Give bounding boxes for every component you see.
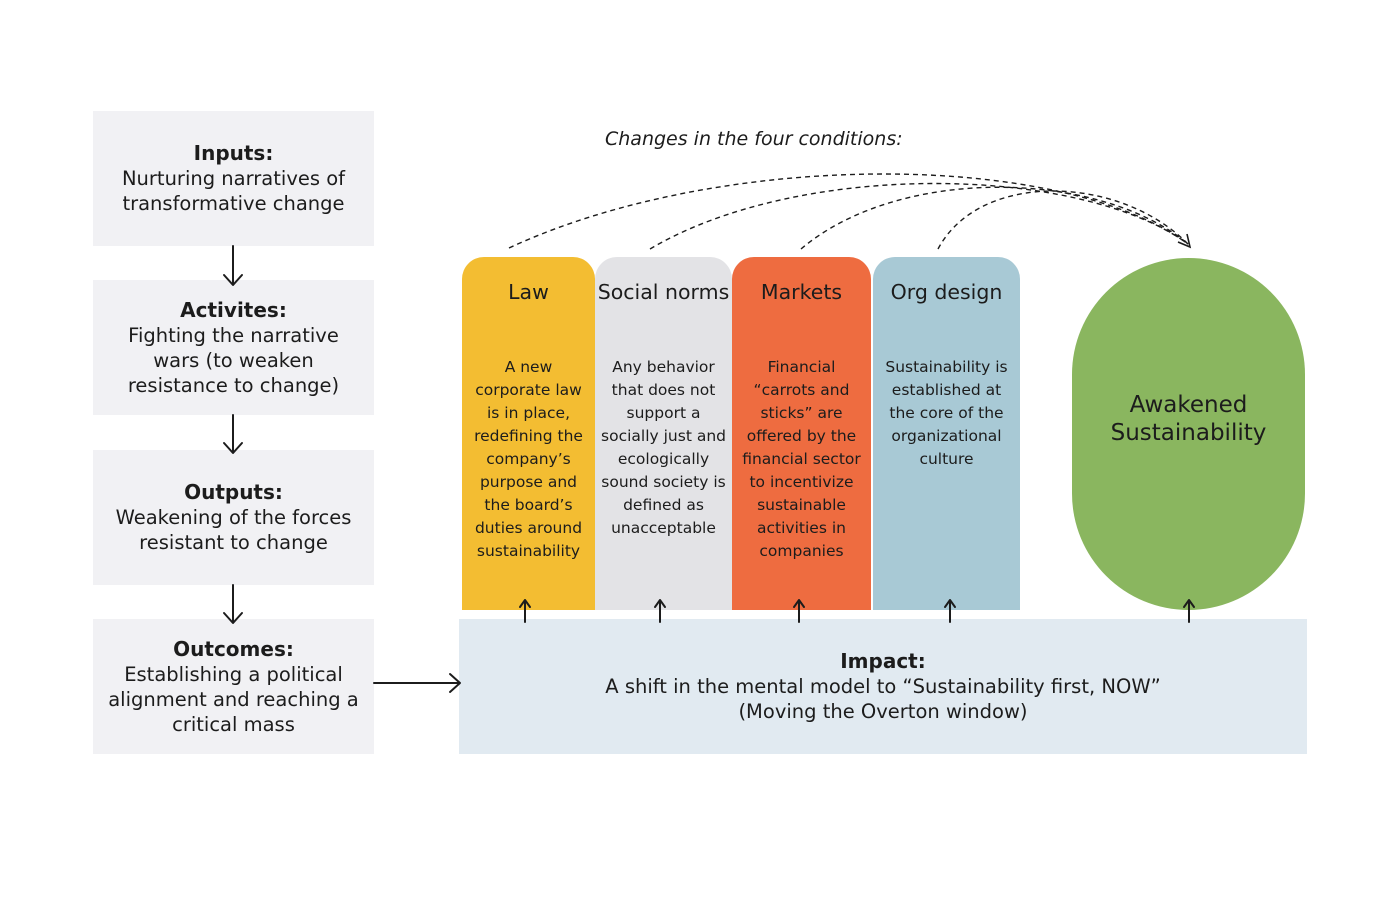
outcomes-title: Outcomes: — [173, 636, 294, 661]
dashed-curve-arrow — [800, 186, 1189, 250]
condition-law-body: A new corporate law is in place, redefin… — [468, 356, 589, 563]
outputs-box: Outputs: Weakening of the forces resista… — [93, 450, 374, 585]
down-arrow-icon — [223, 414, 243, 454]
impact-title: Impact: — [840, 649, 926, 673]
condition-markets-body: Financial “carrots and sticks” are offer… — [738, 356, 865, 563]
inputs-box: Inputs: Nurturing narratives of transfor… — [93, 111, 374, 246]
condition-org-design-body: Sustainability is established at the cor… — [879, 356, 1014, 471]
condition-social-norms: Social norms Any behavior that does not … — [595, 257, 732, 610]
impact-line: A shift in the mental model to “Sustaina… — [605, 675, 1161, 698]
dashed-curve-arrow — [508, 173, 1189, 249]
condition-text-line: “carrots and — [753, 381, 850, 399]
condition-text-line: support a — [626, 404, 701, 422]
outputs-line: Weakening of the forces — [115, 506, 352, 529]
goal-label-line: Sustainability — [1110, 420, 1267, 446]
goal-label: Awakened Sustainability — [1111, 391, 1267, 447]
outcomes-box: Outcomes: Establishing a political align… — [93, 619, 374, 754]
condition-text-line: unacceptable — [611, 519, 716, 537]
conditions-heading: Changes in the four conditions: — [605, 128, 903, 150]
outputs-line: resistant to change — [139, 531, 328, 554]
condition-text-line: A new — [504, 358, 553, 376]
condition-org-design-title: Org design — [890, 280, 1003, 304]
condition-text-line: companies — [759, 542, 844, 560]
inputs-line: transformative change — [122, 192, 345, 215]
condition-text-line: established at — [891, 381, 1002, 399]
down-arrow-icon — [223, 584, 243, 624]
inputs-title: Inputs: — [193, 141, 274, 165]
dashed-curve-arrow — [937, 190, 1189, 250]
condition-text-line: sound society is — [601, 473, 726, 491]
condition-text-line: defined as — [623, 496, 704, 514]
right-arrow-icon — [373, 673, 461, 693]
condition-text-line: offered by the — [746, 427, 857, 445]
condition-text-line: organizational — [891, 427, 1002, 445]
activities-box: Activites: Fighting the narrative wars (… — [93, 280, 374, 415]
outcomes-line: Establishing a political — [124, 662, 343, 686]
condition-text-line: company’s — [486, 450, 571, 468]
arrowhead-icon — [1177, 233, 1192, 249]
condition-text-line: duties around — [474, 519, 583, 537]
condition-social-norms-body: Any behavior that does not support a soc… — [601, 356, 726, 540]
condition-text-line: that does not — [611, 381, 716, 399]
goal-label-line: Awakened — [1129, 392, 1248, 418]
condition-text-line: corporate law — [475, 381, 582, 399]
dashed-curve-arrow — [649, 182, 1189, 250]
inputs-line: Nurturing narratives of — [121, 167, 346, 190]
condition-text-line: the core of the — [889, 404, 1004, 422]
condition-law-title: Law — [508, 280, 549, 304]
condition-text-line: activities in — [757, 519, 846, 537]
condition-text-line: sticks” are — [760, 404, 843, 422]
awakened-sustainability-pill: Awakened Sustainability — [1072, 258, 1305, 610]
activities-line: Fighting the narrative — [128, 323, 339, 347]
condition-text-line: culture — [919, 450, 974, 468]
activities-line: wars (to weaken — [153, 348, 314, 372]
condition-text-line: Sustainability is — [885, 358, 1008, 376]
outcomes-line: alignment and reaching a — [108, 687, 359, 711]
condition-org-design: Org design Sustainability is established… — [873, 257, 1020, 610]
impact-box: Impact: A shift in the mental model to “… — [459, 619, 1307, 754]
condition-text-line: socially just and — [601, 427, 726, 445]
condition-social-norms-title: Social norms — [597, 280, 730, 304]
condition-text-line: Financial — [767, 358, 836, 376]
condition-text-line: is in place, — [487, 404, 570, 422]
condition-text-line: sustainability — [476, 542, 581, 560]
impact-line: (Moving the Overton window) — [738, 700, 1028, 723]
outcomes-line: critical mass — [172, 712, 295, 736]
condition-text-line: the board’s — [484, 496, 573, 514]
condition-text-line: purpose and — [479, 473, 578, 491]
condition-law: Law A new corporate law is in place, red… — [462, 257, 595, 610]
condition-markets-title: Markets — [760, 280, 843, 304]
condition-text-line: Any behavior — [612, 358, 715, 376]
condition-text-line: ecologically — [617, 450, 710, 468]
activities-line: resistance to change) — [127, 373, 340, 397]
condition-text-line: redefining the — [474, 427, 583, 445]
activities-title: Activites: — [180, 297, 287, 322]
condition-text-line: to incentivize — [749, 473, 854, 491]
condition-markets: Markets Financial “carrots and sticks” a… — [732, 257, 871, 610]
condition-text-line: sustainable — [757, 496, 846, 514]
condition-text-line: financial sector — [742, 450, 861, 468]
outputs-title: Outputs: — [184, 480, 283, 504]
